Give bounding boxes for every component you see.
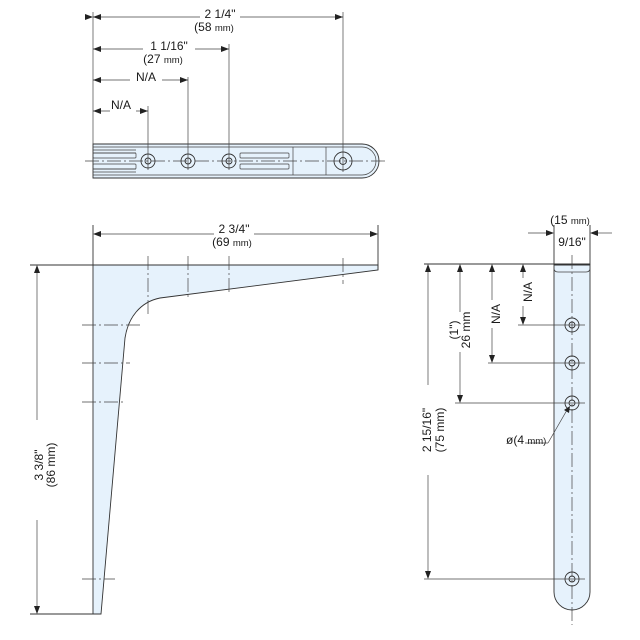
- dim-overall-inch: 2 1/4": [205, 7, 236, 21]
- dim-hole2-na: N/A: [136, 70, 156, 84]
- dim-overall-mm: (58 mm): [194, 20, 234, 34]
- side-view: 2 3/4" (69 mm) 3 3/8" (86 mm): [30, 222, 379, 615]
- dim-na-1: N/A: [521, 282, 535, 302]
- bracket-side-outline: [92, 264, 379, 615]
- dim-spacing-mm: 26 mm: [459, 312, 473, 349]
- top-view: 2 1/4" (58 mm) 1 1/16" (27 mm) N/A N/A: [85, 7, 385, 179]
- dim-width-inch: 2 3/4": [219, 222, 250, 236]
- dim-na-2: N/A: [489, 304, 503, 324]
- dim-height-mm: (86 mm): [44, 443, 58, 488]
- dim-width-mm: (69 mm): [212, 235, 252, 249]
- dim-front-width-mm: (15 mm): [550, 213, 590, 227]
- dim-spacing-inch: (1"): [447, 321, 461, 340]
- dim-height-inch: 3 3/8": [32, 450, 46, 481]
- dim-hole1-na: N/A: [111, 98, 131, 112]
- dim-hole3-inch: 1 1/16": [150, 39, 188, 53]
- hole-diameter-label: ø(4 mm): [506, 433, 546, 447]
- front-view: (15 mm) 9/16" N/A N/A (1") 26 mm 2 15/16…: [418, 213, 612, 625]
- dim-front-width-inch: 9/16": [558, 235, 586, 249]
- dim-front-height-mm: (75 mm): [433, 408, 447, 453]
- dim-hole3-mm: (27 mm): [143, 52, 183, 66]
- dim-front-height-inch: 2 15/16": [420, 408, 434, 452]
